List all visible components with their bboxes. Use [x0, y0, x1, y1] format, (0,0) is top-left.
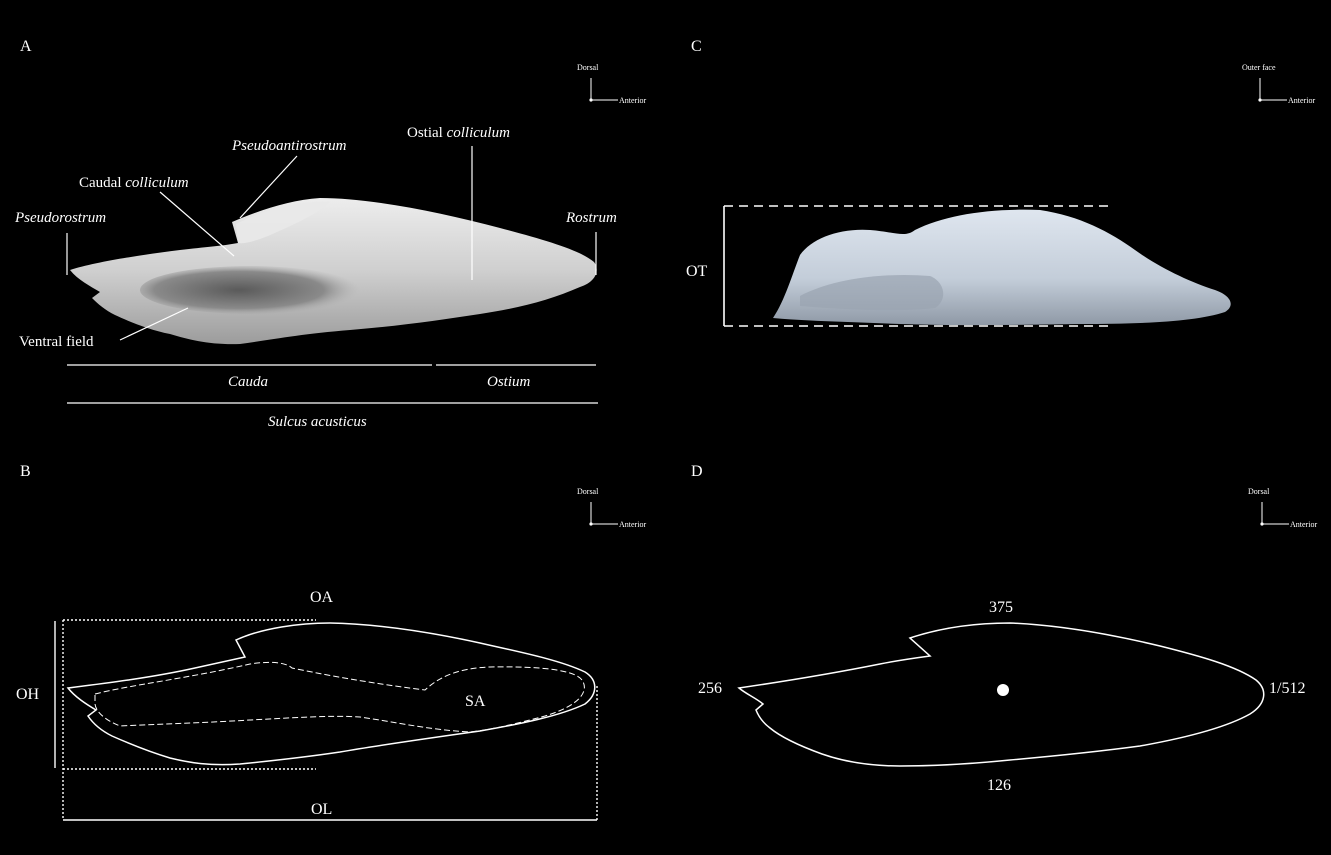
label-d-top: 375 [989, 599, 1013, 616]
panel-c-axis-right-label: Anterior [1288, 96, 1315, 105]
label-pseudorostrum: Pseudorostrum [14, 210, 106, 226]
label-sulcus-acusticus: Sulcus acusticus [268, 414, 367, 430]
label-d-right: 1/512 [1269, 680, 1305, 697]
label-oa: OA [310, 589, 334, 606]
label-ol: OL [311, 801, 332, 818]
panel-d: D Dorsal Anterior 375 256 1/512 126 [691, 463, 1317, 794]
sulcus-acusticus-depression [140, 266, 360, 314]
panel-c-orientation: Outer face Anterior [1242, 63, 1315, 105]
panel-a-axis-right-label: Anterior [619, 96, 646, 105]
label-pseudoantirostrum: Pseudoantirostrum [231, 138, 347, 154]
panel-a: A Dorsal Anterior Pseudoantirostrum Osti… [14, 38, 646, 430]
label-ostial-colliculum: Ostial colliculum [407, 125, 510, 141]
otolith-outline-b [68, 623, 595, 765]
label-ventral-field: Ventral field [19, 334, 94, 350]
panel-b: B Dorsal Anterior OA OH SA OL [16, 463, 646, 820]
label-ostium: Ostium [487, 374, 531, 390]
panel-b-axis-up-label: Dorsal [577, 487, 599, 496]
label-d-left: 256 [698, 680, 722, 697]
panel-b-axis-right-label: Anterior [619, 520, 646, 529]
otolith-photo-inner-face [70, 198, 597, 344]
panel-b-orientation: Dorsal Anterior [577, 487, 646, 529]
centroid-point [997, 684, 1009, 696]
label-ot: OT [686, 263, 708, 280]
panel-c: C Outer face Anterior OT [686, 38, 1315, 326]
panel-d-axis-up-label: Dorsal [1248, 487, 1270, 496]
panel-a-letter: A [20, 38, 32, 55]
label-d-bottom: 126 [987, 777, 1011, 794]
panel-c-axis-up-label: Outer face [1242, 63, 1276, 72]
label-oh: OH [16, 686, 40, 703]
label-sa: SA [465, 693, 486, 710]
panel-b-letter: B [20, 463, 31, 480]
panel-d-axis-right-label: Anterior [1290, 520, 1317, 529]
panel-b-dimension-lines [55, 620, 597, 820]
panel-a-orientation: Dorsal Anterior [577, 63, 646, 105]
panel-d-letter: D [691, 463, 703, 480]
label-rostrum: Rostrum [565, 210, 617, 226]
panel-d-orientation: Dorsal Anterior [1248, 487, 1317, 529]
label-cauda: Cauda [228, 374, 268, 390]
label-caudal-colliculum: Caudal colliculum [79, 175, 189, 191]
panel-c-letter: C [691, 38, 702, 55]
panel-a-axis-up-label: Dorsal [577, 63, 599, 72]
